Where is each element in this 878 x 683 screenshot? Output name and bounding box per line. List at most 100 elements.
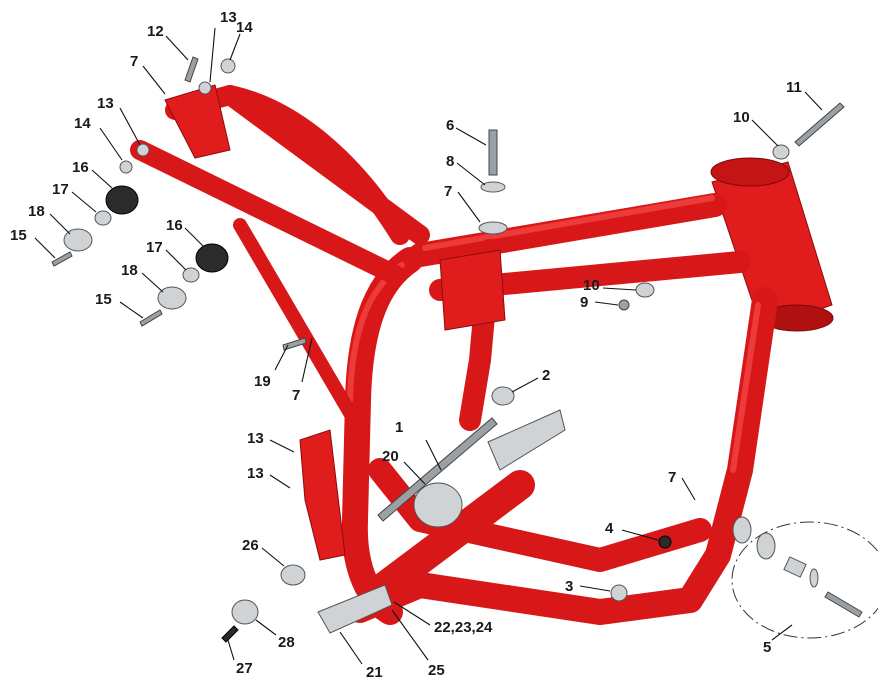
callout-15a: 15: [10, 227, 56, 259]
svg-text:18: 18: [28, 203, 45, 220]
bolt-15-upper: [51, 251, 73, 267]
callout-11: 11: [786, 79, 823, 111]
callout-18a: 18: [28, 203, 71, 235]
svg-text:18: 18: [121, 262, 138, 279]
bracket-7-top: [478, 221, 508, 235]
callout-7d: 7: [668, 469, 696, 501]
plug-4: [658, 535, 672, 549]
bolt-27: [221, 625, 239, 643]
spacer-17-lower: [182, 267, 200, 283]
bolt-12: [184, 56, 199, 83]
callout-9: 9: [580, 294, 619, 311]
svg-text:3: 3: [565, 578, 573, 595]
washer-18-lower: [157, 286, 187, 310]
callout-14b: 14: [74, 115, 123, 161]
callout-19: 19: [254, 344, 289, 390]
callout-27: 27: [227, 639, 253, 677]
svg-text:15: 15: [10, 227, 27, 244]
svg-text:7: 7: [668, 469, 676, 486]
spacer-28: [231, 599, 259, 625]
svg-text:16: 16: [166, 217, 183, 234]
svg-text:1: 1: [395, 419, 403, 436]
washer-18-upper: [63, 228, 93, 252]
svg-text:10: 10: [733, 109, 750, 126]
svg-text:13: 13: [247, 430, 264, 447]
bolt-15-lower: [139, 309, 163, 327]
svg-text:11: 11: [786, 79, 802, 96]
motorcycle-frame: [130, 84, 834, 625]
bolt-11: [794, 102, 845, 147]
bushing-16-lower: [195, 243, 229, 273]
bushing-16-upper: [105, 185, 139, 215]
svg-text:13: 13: [220, 9, 237, 26]
svg-text:17: 17: [146, 239, 163, 256]
nut-13-upper: [198, 81, 212, 95]
callout-20: 20: [382, 448, 426, 485]
callout-7b: 7: [444, 183, 481, 223]
bolt-6: [488, 129, 498, 176]
callout-17a: 17: [52, 181, 97, 213]
svg-text:7: 7: [130, 53, 138, 70]
svg-text:25: 25: [428, 662, 445, 679]
washer-26: [280, 564, 306, 586]
callout-17b: 17: [146, 239, 187, 271]
footpeg-left-21: [317, 584, 393, 634]
callout-22-23-24: 22,23,24: [393, 601, 493, 636]
callout-16b: 16: [166, 217, 204, 247]
callout-2: 2: [511, 367, 550, 393]
footpeg-right: [487, 409, 566, 471]
nut-2: [491, 386, 515, 406]
callout-16a: 16: [72, 159, 113, 189]
callout-25: 25: [391, 609, 445, 679]
callout-28: 28: [255, 619, 295, 651]
svg-text:4: 4: [605, 520, 614, 537]
nut-13-mid: [136, 143, 150, 157]
bolt-19: [282, 337, 307, 351]
spacer-17-upper: [94, 210, 112, 226]
callout-18b: 18: [121, 262, 164, 293]
washer-10-top: [772, 144, 790, 160]
svg-text:26: 26: [242, 537, 259, 554]
svg-text:10: 10: [583, 277, 600, 294]
callout-14a: 14: [229, 19, 253, 61]
bushing-20: [413, 482, 463, 528]
svg-text:21: 21: [366, 664, 383, 681]
callout-10b: 10: [583, 277, 637, 294]
svg-text:20: 20: [382, 448, 399, 465]
svg-text:5: 5: [763, 639, 771, 656]
svg-text:9: 9: [580, 294, 588, 311]
callout-12: 12: [147, 23, 189, 61]
steering-bearing-kit-5: [731, 516, 878, 639]
bolt-1: [377, 417, 498, 522]
svg-text:12: 12: [147, 23, 164, 40]
svg-text:19: 19: [254, 373, 271, 390]
svg-text:16: 16: [72, 159, 89, 176]
head-tube: [710, 157, 834, 332]
svg-text:8: 8: [446, 153, 454, 170]
svg-text:6: 6: [446, 117, 454, 134]
nut-14-upper: [220, 58, 236, 74]
callout-15b: 15: [95, 291, 144, 319]
callout-4: 4: [605, 520, 659, 541]
callout-7a: 7: [130, 53, 166, 95]
callout-5: 5: [763, 624, 793, 656]
svg-text:13: 13: [97, 95, 114, 112]
hardware-parts: [51, 56, 878, 643]
svg-text:14: 14: [236, 19, 253, 36]
nut-9: [618, 299, 630, 311]
callout-6: 6: [446, 117, 487, 146]
callout-3: 3: [565, 578, 611, 595]
svg-text:13: 13: [247, 465, 264, 482]
svg-text:15: 15: [95, 291, 112, 308]
svg-text:22,23,24: 22,23,24: [434, 619, 493, 636]
svg-text:27: 27: [236, 660, 253, 677]
svg-text:7: 7: [292, 387, 300, 404]
washer-8: [480, 181, 506, 193]
callout-13c: 13: [247, 430, 295, 453]
svg-text:2: 2: [542, 367, 550, 384]
washer-10-mid: [635, 282, 655, 298]
callout-1: 1: [395, 419, 442, 471]
nut-14-mid: [119, 160, 133, 174]
svg-text:14: 14: [74, 115, 91, 132]
